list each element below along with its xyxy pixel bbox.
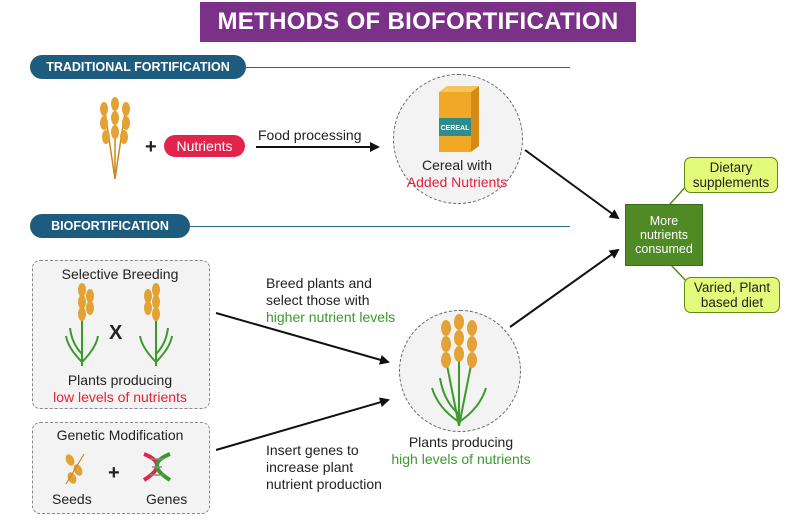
breed-note-line2: select those with [266,292,370,308]
food-processing-label: Food processing [258,127,362,143]
breed-note: Breed plants and select those with highe… [266,275,395,326]
low-nutrient-caption: Plants producing low levels of nutrients [32,372,208,406]
nutrients-tag: Nutrients [164,135,245,157]
breed-note-line1: Breed plants and [266,275,372,291]
more-nutrients-box: More nutrients consumed [625,204,703,266]
cereal-result-label: Cereal with Added Nutrients [393,157,521,191]
varied-diet-note: Varied, Plant based diet [684,277,780,313]
insert-genes-note: Insert genes to increase plant nutrient … [266,442,382,493]
arrow-breeding [215,312,390,365]
page-title: METHODS OF BIOFORTIFICATION [200,2,636,42]
wheat-plant-icon [431,314,487,426]
plus-sign: + [108,462,120,484]
high-nutrient-line1: Plants producing [408,434,514,450]
insert-note-line2: increase plant [266,459,354,475]
low-nutrient-line2: low levels of nutrients [53,389,187,405]
cross-symbol: X [109,322,123,344]
wheat-plant-icon [139,283,173,366]
low-nutrient-line1: Plants producing [67,372,173,388]
more-nutrients-line3: consumed [635,242,693,256]
section-rule-traditional [246,67,570,68]
wheat-plant-icon [65,283,99,366]
plus-sign: + [145,136,157,158]
section-rule-biofortification [190,226,570,227]
wheat-icon [100,97,130,179]
selective-breeding-box [32,260,210,409]
breed-note-line3: higher nutrient levels [266,309,396,325]
genetic-modification-box [32,422,210,514]
genetic-modification-title: Genetic Modification [56,427,184,443]
cereal-box-text: CEREAL [441,125,471,132]
section-header-traditional: TRADITIONAL FORTIFICATION [30,55,246,79]
genes-label: Genes [146,491,188,507]
cereal-box-icon: CEREAL [439,86,479,152]
insert-note-line3: nutrient production [266,476,382,492]
cereal-result-line2: Added Nutrients [406,174,508,190]
selective-breeding-title: Selective Breeding [61,266,179,282]
section-header-biofortification: BIOFORTIFICATION [30,214,190,238]
arrow-plants-to-outcome [509,248,620,328]
high-nutrient-line2: high levels of nutrients [391,451,531,467]
arrow-genetic-modification [215,397,390,451]
dietary-supplements-note: Dietary supplements [684,157,778,193]
more-nutrients-line1: More [649,214,679,228]
cereal-result-line1: Cereal with [421,157,493,173]
dietary-line1: Dietary [709,160,753,175]
insert-note-line1: Insert genes to [266,442,359,458]
more-nutrients-line2: nutrients [640,228,688,242]
seeds-label: Seeds [52,491,92,507]
dietary-line2: supplements [692,175,770,190]
high-nutrient-caption: Plants producing high levels of nutrient… [376,434,546,468]
seeds-icon [65,453,85,485]
varied-line2: based diet [700,295,764,310]
varied-line1: Varied, Plant [693,280,771,295]
dna-icon [142,452,172,482]
arrow-cereal-to-outcome [524,149,620,220]
